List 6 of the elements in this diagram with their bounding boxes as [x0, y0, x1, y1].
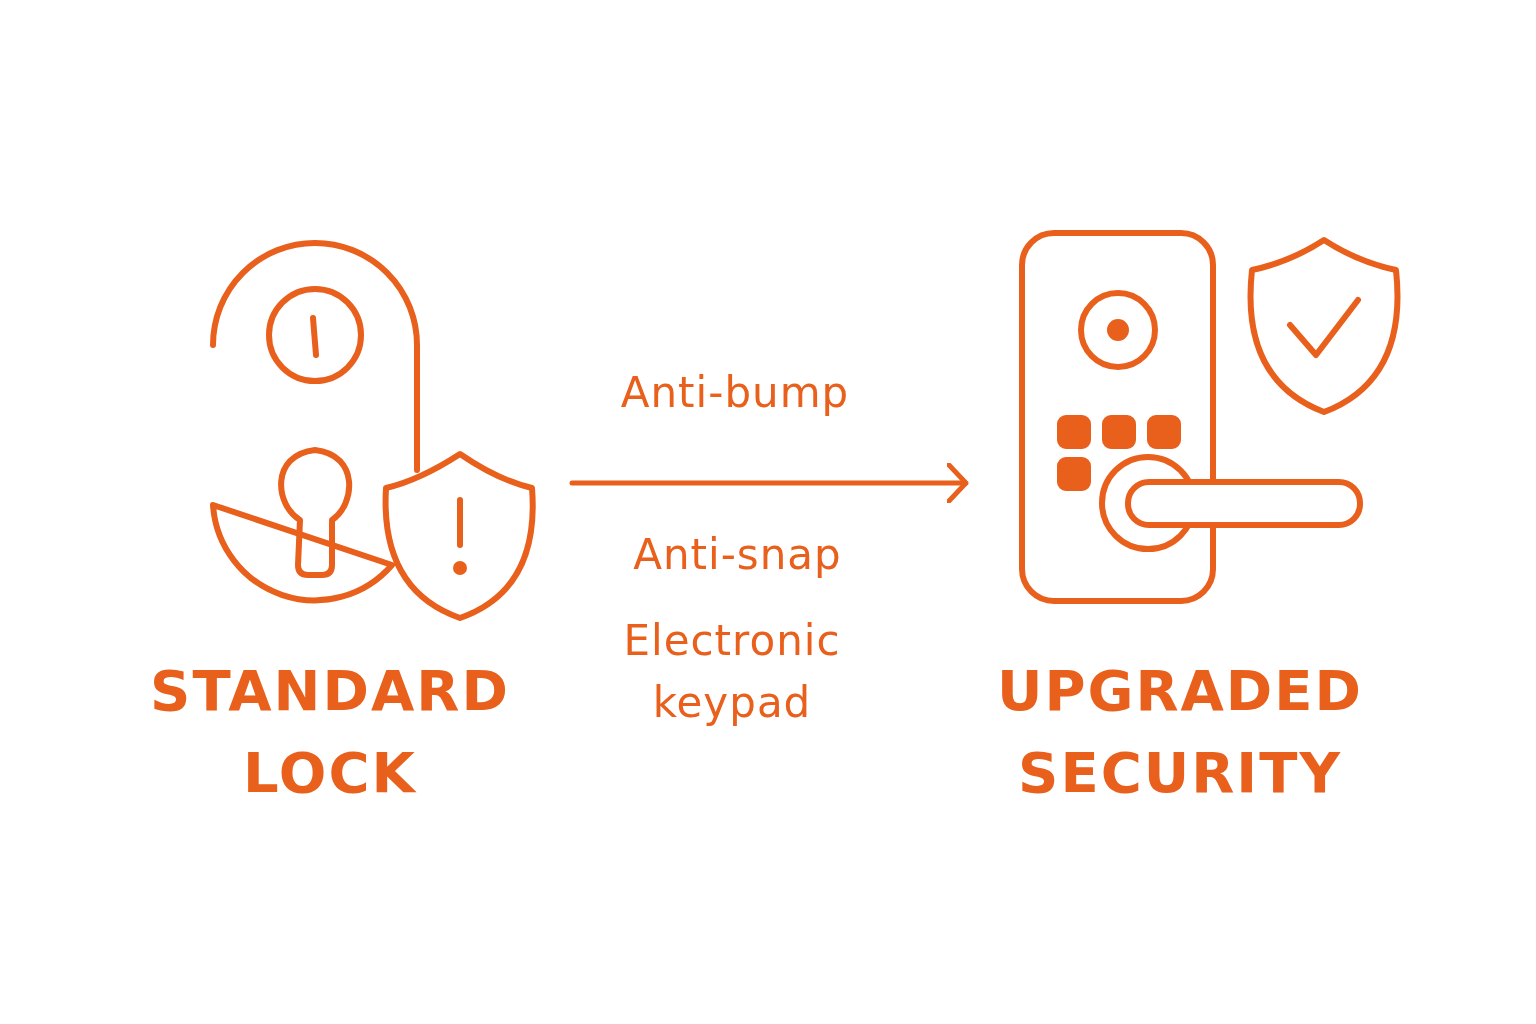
arrow [569, 461, 969, 505]
node-title: STANDARD LOCK [150, 657, 510, 807]
feature-label: Electronic keypad [622, 615, 842, 729]
feature-label: Anti-snap [632, 529, 843, 581]
node-title: UPGRADED SECURITY [995, 657, 1365, 807]
feature-label: Anti-bump [619, 367, 851, 419]
